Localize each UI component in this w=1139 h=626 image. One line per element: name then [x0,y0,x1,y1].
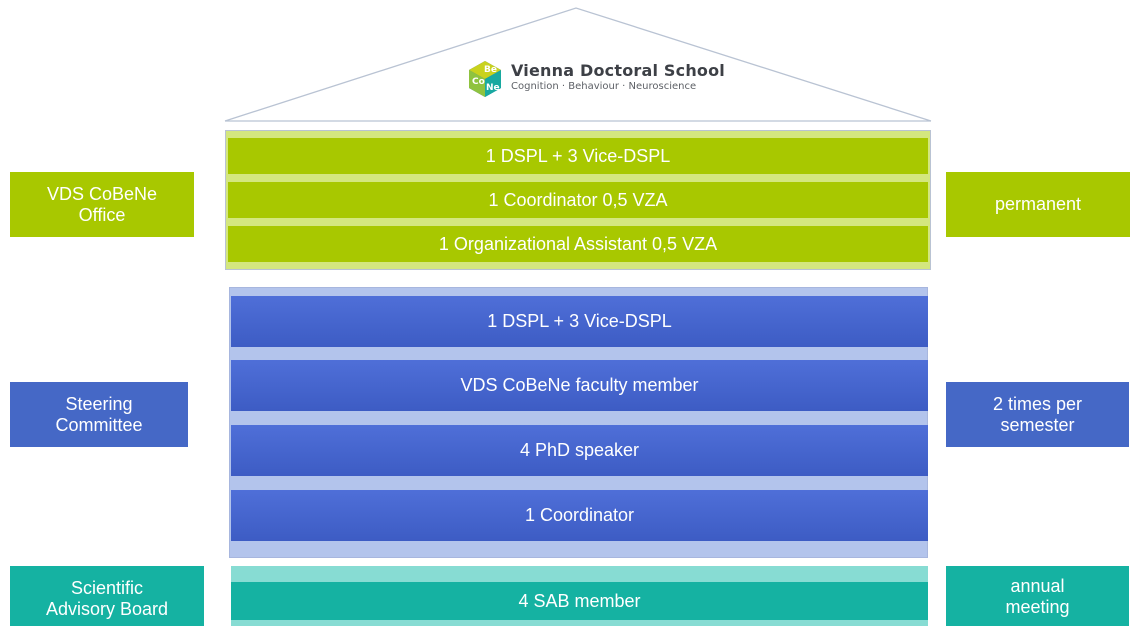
steering-bar-coordinator: 1 Coordinator [231,490,928,541]
logo-subtitle: Cognition · Behaviour · Neuroscience [511,81,697,92]
logo-title: Vienna Doctoral School [511,61,725,80]
sab-frequency-label: annual meeting [946,566,1129,626]
steering-bar-dspl: 1 DSPL + 3 Vice-DSPL [231,296,928,347]
office-frequency-label: permanent [946,172,1130,237]
steering-bar-faculty: VDS CoBeNe faculty member [231,360,928,411]
office-side-label: VDS CoBeNe Office [10,172,194,237]
logo-mark-be: Be [484,65,497,75]
office-bar-coordinator: 1 Coordinator 0,5 VZA [228,182,928,218]
sab-side-label: Scientific Advisory Board [10,566,204,626]
office-bar-dspl: 1 DSPL + 3 Vice-DSPL [228,138,928,174]
sab-bar-members: 4 SAB member [231,582,928,620]
office-bar-assistant: 1 Organizational Assistant 0,5 VZA [228,226,928,262]
logo-mark-co: Co [472,77,485,87]
steering-frequency-label: 2 times per semester [946,382,1129,447]
steering-side-label: Steering Committee [10,382,188,447]
logo-mark-ne: Ne [486,83,500,93]
school-logo: Co Be Ne Vienna Doctoral School Cognitio… [463,58,725,102]
roof-outline [224,7,932,122]
steering-bar-phd-speaker: 4 PhD speaker [231,425,928,476]
cobene-logo-mark: Co Be Ne [469,61,501,97]
